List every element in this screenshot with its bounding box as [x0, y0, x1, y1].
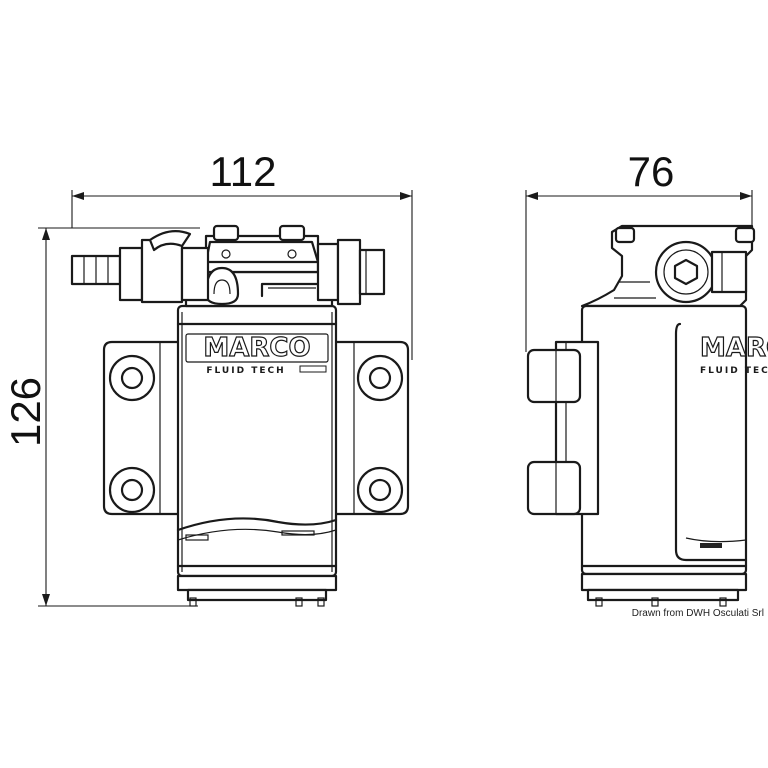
side-brand-name: MARCO [700, 333, 768, 363]
brand-name: MARCO [203, 333, 310, 363]
dimension-width-side: 76 [525, 148, 753, 352]
side-motor-body: MARCO FLUID TECH [580, 304, 768, 576]
inlet-port [70, 229, 210, 304]
credit-text: Drawn from DWH Osculati Srl [632, 608, 764, 619]
side-bracket [526, 340, 600, 516]
dimension-label-76: 76 [628, 148, 675, 195]
dimension-label-112: 112 [210, 148, 277, 195]
dimension-label-126: 126 [2, 377, 49, 447]
side-view: MARCO FLUID TECH [526, 224, 768, 607]
front-view: MARCO FLUID TECH [70, 224, 410, 607]
brand-logo: MARCO FLUID TECH [185, 332, 329, 376]
outlet-port [316, 238, 386, 306]
front-base [176, 574, 338, 607]
side-pump-head [580, 224, 756, 308]
dimension-height: 126 [2, 227, 200, 607]
side-base [580, 572, 748, 607]
dimension-width-front: 112 [71, 148, 413, 360]
brand-subtitle: FLUID TECH [206, 366, 285, 376]
mounting-bracket-right [334, 340, 410, 516]
mounting-bracket-left [102, 340, 180, 516]
side-brand-subtitle: FLUID TECH [700, 366, 768, 376]
